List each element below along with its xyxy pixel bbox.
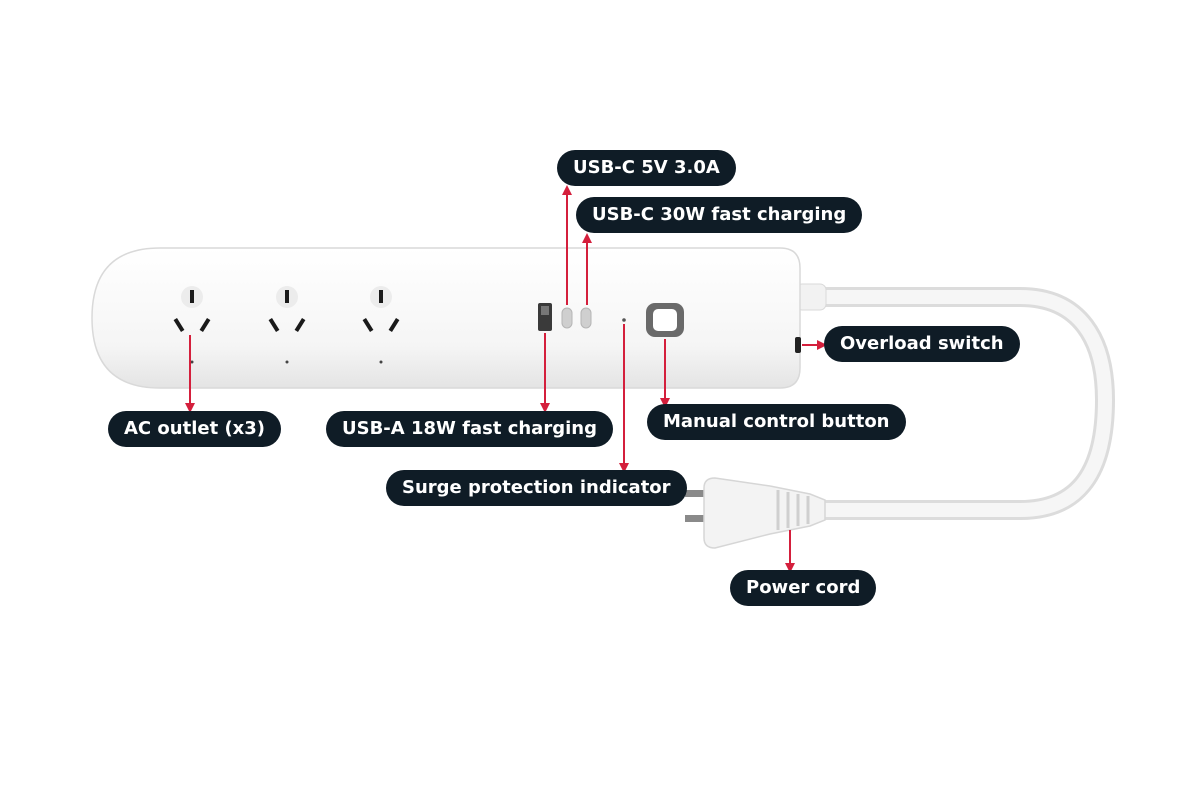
label-power-cord: Power cord: [730, 570, 877, 606]
surge-indicator-light: [622, 318, 626, 322]
usb-c-port-1: [561, 307, 573, 329]
ac-outlet-1: [173, 286, 211, 364]
usb-c-port-2: [580, 307, 592, 329]
power-strip-body: [91, 247, 801, 389]
label-ac-outlet: AC outlet (x3): [108, 411, 282, 447]
ac-outlet-3: [362, 286, 400, 364]
label-surge-indicator: Surge protection indicator: [386, 470, 687, 506]
ac-outlet-2: [268, 286, 306, 364]
label-manual-button: Manual control button: [647, 404, 906, 440]
power-plug: [685, 477, 826, 549]
label-overload-switch: Overload switch: [824, 326, 1020, 362]
label-usbc-30w: USB-C 30W fast charging: [576, 197, 863, 233]
overload-switch-nub: [795, 337, 801, 353]
label-usbc-5v: USB-C 5V 3.0A: [557, 150, 736, 186]
label-usba-18w: USB-A 18W fast charging: [326, 411, 613, 447]
